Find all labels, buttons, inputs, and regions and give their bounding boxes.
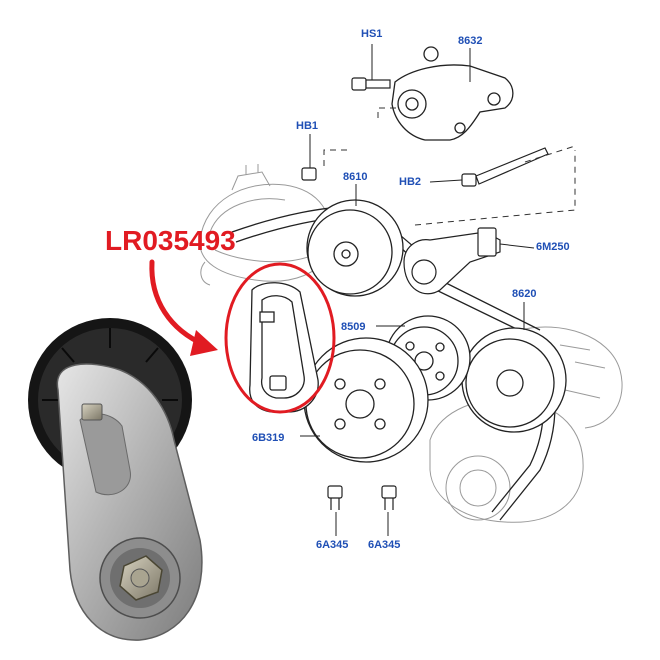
callout-hb2: HB2: [399, 176, 421, 188]
callout-6a345-right: 6A345: [368, 539, 400, 551]
part-number-label: LR035493: [105, 225, 236, 256]
callout-8632: 8632: [458, 35, 482, 47]
bolt-hb2: [461, 147, 549, 187]
tensioner-highlight-ring: [224, 262, 336, 414]
bolt-hs1: [351, 77, 391, 91]
pump-housing-8632: [391, 46, 514, 141]
callout-8610: 8610: [343, 171, 367, 183]
pulley-8610: [306, 199, 404, 297]
callout-hs1: HS1: [361, 28, 382, 40]
pulley-8620: [461, 327, 567, 433]
tensioner-line-art: [249, 282, 319, 413]
bolts-6a345: [327, 485, 397, 510]
callout-hb1: HB1: [296, 120, 318, 132]
tensioner-photo: [28, 318, 203, 641]
callout-8509: 8509: [341, 321, 365, 333]
callout-8620: 8620: [512, 288, 536, 300]
crank-pulley-6b319: [303, 337, 429, 463]
assembly-dashed-lines: [323, 107, 576, 226]
ac-compressor-sketch: [429, 326, 623, 523]
bolt-hb1: [301, 167, 317, 181]
callout-6m250: 6M250: [536, 241, 570, 253]
callout-6a345-left: 6A345: [316, 539, 348, 551]
idler-6m250: [403, 227, 501, 295]
leader-lines: [300, 44, 535, 536]
upper-bolt-head: [81, 403, 103, 421]
callout-6b319: 6B319: [252, 432, 284, 444]
red-pointer-arrow: [149, 259, 218, 356]
